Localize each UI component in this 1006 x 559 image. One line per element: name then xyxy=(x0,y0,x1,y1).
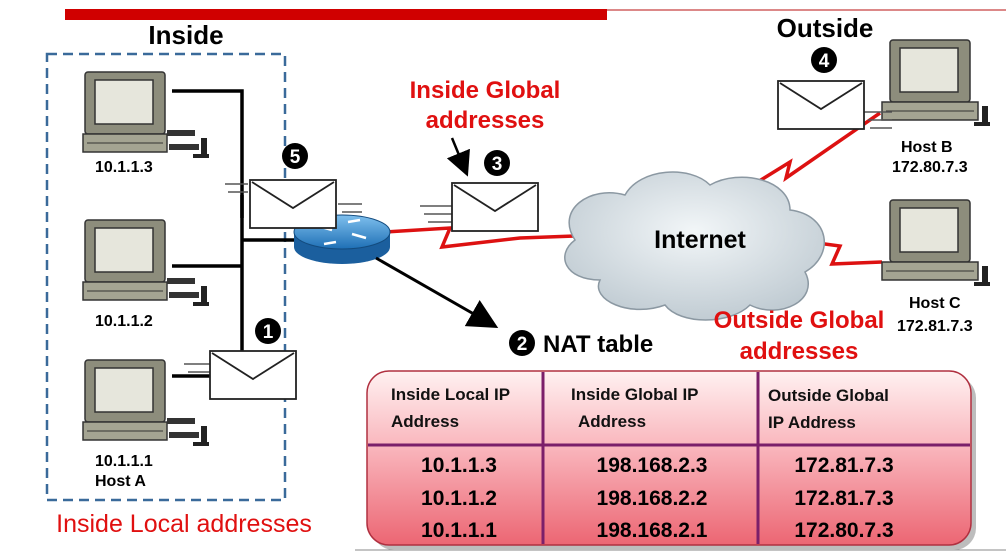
inside-host-1-computer-icon xyxy=(82,71,210,159)
host-b-ip: 172.80.7.3 xyxy=(892,159,968,176)
inside-host-2-ip: 10.1.1.2 xyxy=(95,313,153,330)
top-accent-bar xyxy=(65,9,607,20)
arrow-to-envelope-3 xyxy=(446,137,470,177)
nat-header-col1-line2: Address xyxy=(391,412,459,431)
nat-header-col3-line1: Outside Global xyxy=(768,386,889,405)
arrow-to-nat-table xyxy=(375,256,499,328)
inside-local-label: Inside Local addresses xyxy=(56,510,312,538)
inside-host-3-ip: 10.1.1.1 xyxy=(95,453,153,470)
nat-cell-r3-c1: 10.1.1.1 xyxy=(421,519,497,542)
packet-envelope-icon-3 xyxy=(451,182,539,232)
nat-cell-r2-c2: 198.168.2.2 xyxy=(597,487,708,510)
svg-text:3: 3 xyxy=(492,154,503,175)
internet-label: Internet xyxy=(654,226,746,254)
nat-cell-r1-c3: 172.81.7.3 xyxy=(794,454,893,477)
step-badge-2: 2 xyxy=(509,330,535,356)
nat-header-col2-line2: Address xyxy=(578,412,646,431)
inside-region-box xyxy=(45,52,287,502)
inside-global-label-line1: Inside Global xyxy=(410,77,561,104)
nat-cell-r1-c2: 198.168.2.3 xyxy=(597,454,708,477)
nat-cell-r2-c3: 172.81.7.3 xyxy=(794,487,893,510)
host-b-name: Host B xyxy=(901,139,953,156)
nat-table-label: NAT table xyxy=(543,331,653,358)
inside-host-1-ip: 10.1.1.3 xyxy=(95,159,153,176)
nat-table-body xyxy=(366,370,972,546)
packet-envelope-icon-1 xyxy=(209,350,297,400)
packet-envelope-icon-5 xyxy=(249,179,337,229)
nat-cell-r3-c2: 198.168.2.1 xyxy=(597,519,708,542)
step-badge-5: 5 xyxy=(282,143,308,169)
svg-text:5: 5 xyxy=(290,147,301,168)
step-badge-4: 4 xyxy=(811,47,837,73)
outside-global-label-line2: addresses xyxy=(740,338,859,365)
inside-host-3-name: Host A xyxy=(95,473,146,490)
lan-wiring xyxy=(172,89,300,378)
host-b-computer-icon xyxy=(881,39,991,127)
host-c-name: Host C xyxy=(909,295,961,312)
inside-host-3-computer-icon xyxy=(82,359,210,447)
host-c-computer-icon xyxy=(881,199,991,287)
internet-cloud xyxy=(564,171,825,321)
svg-text:4: 4 xyxy=(819,51,830,72)
nat-cell-r3-c3: 172.80.7.3 xyxy=(794,519,893,542)
inside-title: Inside xyxy=(148,20,223,50)
inside-global-label-line2: addresses xyxy=(426,107,545,134)
outside-global-label-line1: Outside Global xyxy=(714,307,885,334)
step-badge-1: 1 xyxy=(255,318,281,344)
step-badge-3: 3 xyxy=(484,150,510,176)
packet-envelope-icon-4 xyxy=(777,80,865,130)
nat-header-col2-line1: Inside Global IP xyxy=(571,385,699,404)
nat-header-col1-line1: Inside Local IP xyxy=(391,385,510,404)
nat-header-col3-line2: IP Address xyxy=(768,413,856,432)
nat-cell-r2-c1: 10.1.1.2 xyxy=(421,487,497,510)
host-c-ip: 172.81.7.3 xyxy=(897,318,973,335)
nat-table: Inside Local IP Address Inside Global IP… xyxy=(366,370,976,550)
svg-text:2: 2 xyxy=(517,334,528,355)
nat-cell-r1-c1: 10.1.1.3 xyxy=(421,454,497,477)
outside-title: Outside xyxy=(777,13,874,43)
svg-text:1: 1 xyxy=(263,322,274,343)
inside-host-2-computer-icon xyxy=(82,219,210,307)
motion-lines xyxy=(184,111,892,373)
